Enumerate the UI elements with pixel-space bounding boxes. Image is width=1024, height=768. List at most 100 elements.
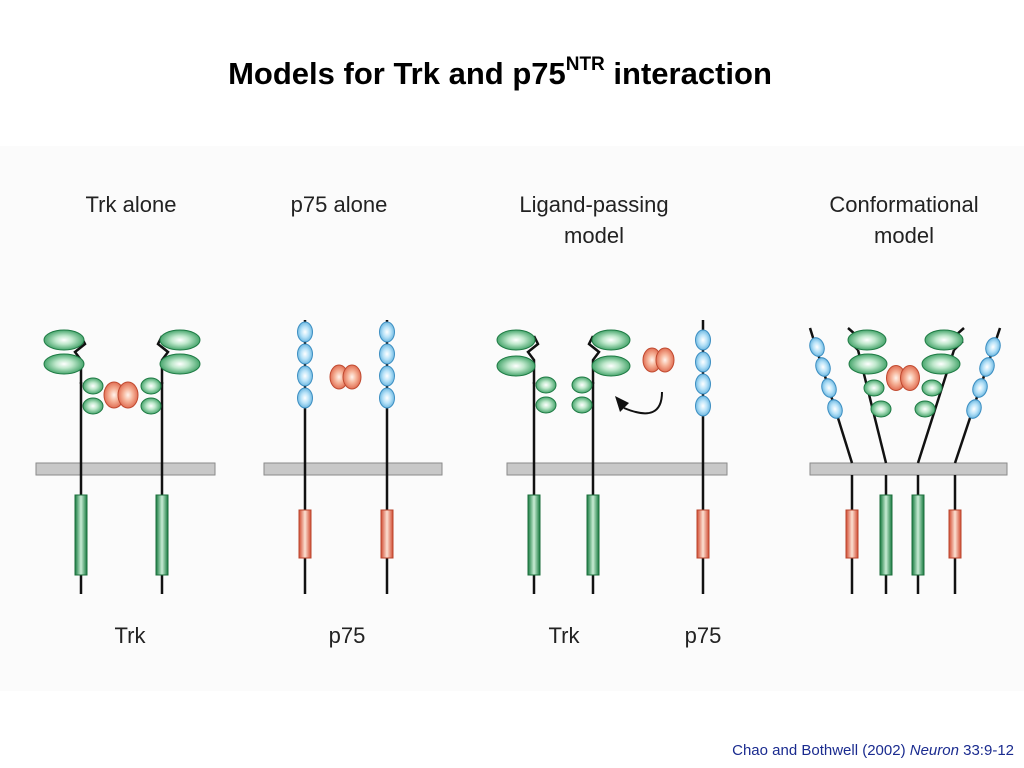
panel-ligand-passing: Trk p75	[496, 320, 728, 648]
p75-receptor-left	[808, 327, 859, 594]
panel-title-line: model	[874, 223, 934, 248]
ig-domain	[591, 355, 631, 377]
ig-domain	[921, 379, 943, 397]
panel-conformational	[808, 327, 1008, 594]
death-domain	[298, 509, 312, 559]
caption-p75: p75	[329, 623, 366, 648]
ig-domain	[82, 397, 104, 415]
membrane	[809, 462, 1008, 476]
caption-trk: Trk	[115, 623, 147, 648]
ig-domain	[43, 353, 85, 375]
ig-domain	[159, 353, 201, 375]
crd-domain	[966, 399, 982, 419]
title-end: interaction	[604, 56, 772, 91]
caption-p75: p75	[685, 623, 722, 648]
crd-domain	[972, 378, 988, 398]
ligand-dimer	[642, 347, 675, 373]
ig-domain	[914, 400, 936, 418]
ligand-dimer	[329, 364, 362, 390]
ig-domain	[848, 353, 888, 375]
p75-receptor-left	[297, 320, 313, 594]
panel-title-line: Conformational	[829, 192, 978, 217]
ig-domain	[921, 353, 961, 375]
crd-domain	[809, 337, 825, 357]
crd-domain	[297, 365, 313, 387]
ig-domain	[535, 376, 557, 394]
membrane	[506, 462, 728, 476]
trk-receptor-left	[43, 329, 104, 594]
crd-domain	[379, 343, 395, 365]
crd-domain	[297, 343, 313, 365]
ig-domain	[847, 329, 887, 351]
panel-title-p75-alone: p75 alone	[291, 192, 388, 217]
ig-domain	[591, 329, 631, 351]
crd-domain	[695, 329, 711, 351]
p75-receptor-right	[948, 327, 1002, 594]
figure-panel: Trk alone p75 alone Ligand-passing model…	[0, 146, 1024, 691]
title-main: Models for Trk and p75	[228, 56, 566, 91]
crd-domain	[379, 321, 395, 343]
ig-domain	[43, 329, 85, 351]
trk-receptor-right	[571, 329, 631, 594]
membrane	[263, 462, 443, 476]
ig-domain	[863, 379, 885, 397]
crd-domain	[297, 321, 313, 343]
ligand-dimer	[886, 365, 920, 391]
panel-title-line: p75 alone	[291, 192, 388, 217]
citation: Chao and Bothwell (2002) Neuron 33:9-12	[732, 742, 1014, 759]
panel-title-line: model	[564, 223, 624, 248]
kinase-domain	[586, 494, 600, 576]
panel-title-ligand-passing: Ligand-passing model	[519, 192, 668, 248]
caption-trk: Trk	[549, 623, 581, 648]
crd-domain	[695, 395, 711, 417]
panel-title-line: Ligand-passing	[519, 192, 668, 217]
trk-receptor-left	[847, 327, 893, 594]
receptor-diagram: Trk alone p75 alone Ligand-passing model…	[35, 192, 1008, 648]
panel-title-line: Trk alone	[86, 192, 177, 217]
crd-domain	[827, 399, 843, 419]
kinase-domain	[74, 494, 88, 576]
kinase-domain	[155, 494, 169, 576]
trk-receptor-right	[911, 327, 965, 594]
crd-domain	[695, 351, 711, 373]
panel-p75-alone: p75	[263, 320, 443, 648]
crd-domain	[379, 387, 395, 409]
crd-domain	[815, 357, 831, 377]
death-domain	[380, 509, 394, 559]
ig-domain	[82, 377, 104, 395]
ig-domain	[159, 329, 201, 351]
crd-domain	[821, 378, 837, 398]
ligand-transfer-arrow-icon	[615, 391, 663, 415]
ligand-dimer	[103, 381, 139, 409]
crd-domain	[297, 387, 313, 409]
membrane	[35, 462, 216, 476]
ig-domain	[496, 355, 536, 377]
ig-domain	[496, 329, 536, 351]
panel-title-trk-alone: Trk alone	[86, 192, 177, 217]
kinase-domain	[527, 494, 541, 576]
trk-receptor-right	[140, 329, 201, 594]
crd-domain	[985, 337, 1001, 357]
ig-domain	[535, 396, 557, 414]
ig-domain	[571, 376, 593, 394]
death-domain	[845, 509, 859, 559]
citation-journal: Neuron	[909, 742, 959, 759]
ig-domain	[571, 396, 593, 414]
kinase-domain	[879, 494, 893, 576]
ig-domain	[870, 400, 892, 418]
panel-title-conformational: Conformational model	[829, 192, 978, 248]
citation-authors: Chao and Bothwell (2002)	[732, 742, 906, 759]
trk-receptor-left	[496, 329, 557, 594]
death-domain	[696, 509, 710, 559]
title-superscript: NTR	[565, 53, 605, 75]
ig-domain	[924, 329, 964, 351]
crd-domain	[695, 373, 711, 395]
p75-receptor	[695, 320, 711, 594]
slide-title: Models for Trk and p75NTR interaction	[0, 53, 1000, 92]
p75-receptor-right	[379, 320, 395, 594]
crd-domain	[379, 365, 395, 387]
crd-domain	[979, 357, 995, 377]
ig-domain	[140, 397, 162, 415]
ig-domain	[140, 377, 162, 395]
panel-trk-alone: Trk	[35, 329, 216, 648]
